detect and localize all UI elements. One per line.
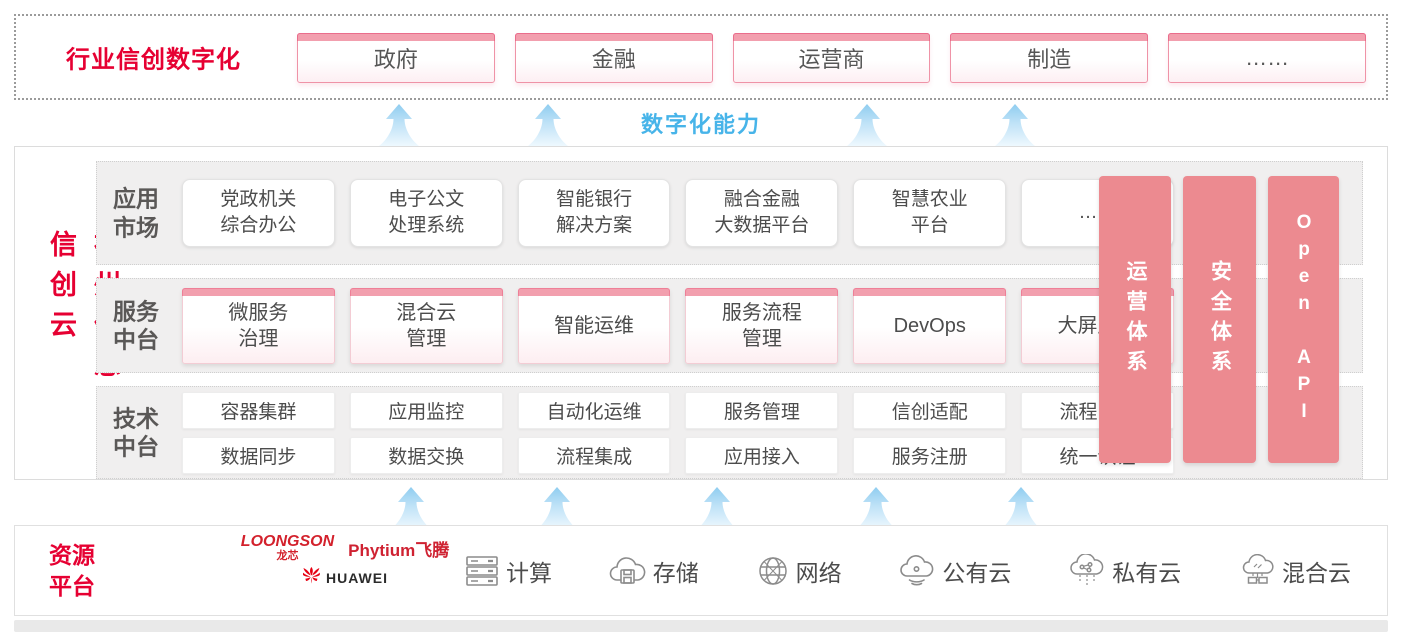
resource-item-label: 网络: [795, 559, 842, 586]
resource-item-compute: 计算: [463, 554, 552, 588]
tech-box-service-mgmt: 服务管理: [685, 391, 839, 429]
resource-item-label: 公有云: [942, 559, 1012, 586]
up-arrow-icon: [537, 487, 577, 529]
loongson-wordmark: LOONGSON: [240, 533, 335, 550]
loongson-logo: LOONGSON 龙芯: [241, 534, 334, 562]
resource-item-label: 私有云: [1112, 559, 1182, 586]
row-service-platform: 服务 中台 微服务 治理 混合云 管理 智能运维 服务流程 管理 DevOps …: [96, 278, 1363, 373]
bottom-shadow-bar: [14, 620, 1388, 632]
tech-box-data-exchange: 数据交换: [349, 436, 503, 474]
industry-banner: 行业信创数字化 政府 金融 运营商 制造 ……: [14, 14, 1388, 100]
row-label-service: 服务 中台: [113, 297, 159, 353]
tech-box-data-sync: 数据同步: [182, 436, 335, 474]
app-box-smart-banking: 智能银行 解决方案: [517, 179, 671, 247]
svc-box-hybrid-cloud-mgmt: 混合云 管理: [349, 287, 503, 364]
up-arrow-icon: [391, 487, 431, 529]
huawei-flower-icon: [302, 567, 321, 589]
app-box-smart-agriculture: 智慧农业 平台: [853, 179, 1007, 247]
industry-box-telecom: 运营商: [732, 33, 931, 83]
resource-item-label: 混合云: [1281, 559, 1351, 586]
tech-box-service-registry: 服务注册: [853, 436, 1007, 474]
tech-box-app-monitoring: 应用监控: [349, 391, 503, 429]
huawei-logo: HUAWEI: [302, 567, 388, 589]
industry-box-manufacturing: 制造: [950, 33, 1149, 83]
resource-item-label: 存储: [652, 559, 699, 586]
row-label-tech: 技术 中台: [113, 404, 159, 460]
pillar-operations-system: 运营体系: [1099, 176, 1171, 463]
public-cloud-icon: [897, 554, 937, 588]
row-tech-platform: 技术 中台 容器集群 应用监控 自动化运维 服务管理 信创适配 流程引擎 数据同…: [96, 386, 1363, 479]
private-cloud-icon: [1067, 553, 1107, 588]
loongson-cn-label: 龙芯: [276, 550, 299, 562]
app-box-gov-office: 党政机关 综合办公: [182, 179, 335, 247]
tech-box-process-integration: 流程集成: [517, 436, 671, 474]
phytium-wordmark: Phytium: [348, 540, 416, 560]
app-box-finance-bigdata: 融合金融 大数据平台: [685, 179, 839, 247]
huawei-wordmark: HUAWEI: [326, 570, 388, 586]
up-arrow-icon: [847, 104, 887, 146]
network-globe-icon: [755, 554, 791, 588]
pillar-security-system: 安全体系: [1183, 176, 1256, 463]
svc-box-microservice: 微服务 治理: [182, 287, 335, 364]
industry-box-government: 政府: [297, 33, 495, 83]
svc-box-service-flow: 服务流程 管理: [685, 287, 839, 364]
tech-box-container-cluster: 容器集群: [182, 391, 335, 429]
banner-title: 行业信创数字化: [66, 46, 241, 74]
resource-item-storage: 存储: [608, 554, 699, 588]
resource-item-public-cloud: 公有云: [897, 554, 1011, 588]
svc-box-aiops: 智能运维: [517, 287, 671, 364]
row-label-app-market: 应用 市场: [113, 185, 159, 240]
app-box-edoc-system: 电子公文 处理系统: [349, 179, 503, 247]
tech-box-app-access: 应用接入: [685, 436, 839, 474]
platform-panel: 神州信息信创云 应用 市场 党政机关 综合办公 电子公文 处理系统 智能银行 解…: [14, 146, 1388, 480]
storage-cloud-icon: [608, 554, 648, 588]
up-arrow-icon: [528, 104, 568, 146]
resource-item-list: 计算 存储 网络: [463, 526, 1351, 615]
phytium-logo: Phytium飞腾: [348, 536, 449, 561]
industry-box-more: ……: [1168, 33, 1366, 83]
resource-item-network: 网络: [755, 554, 842, 588]
up-arrow-icon: [1001, 487, 1041, 529]
pillar-open-api: Open API: [1268, 176, 1339, 463]
vendor-logos: LOONGSON 龙芯 Phytium飞腾: [205, 534, 485, 589]
industry-box-list: 政府 金融 运营商 制造 ……: [297, 33, 1366, 83]
resource-item-private-cloud: 私有云: [1067, 553, 1182, 588]
svc-box-devops: DevOps: [853, 287, 1007, 364]
up-arrow-icon: [995, 104, 1035, 146]
resource-panel: 资源 平台 LOONGSON 龙芯 Phytium飞腾: [14, 525, 1388, 616]
industry-box-finance: 金融: [514, 33, 713, 83]
up-arrow-icon: [697, 487, 737, 529]
compute-server-icon: [463, 554, 501, 588]
resource-item-label: 计算: [506, 559, 552, 586]
up-arrow-icon: [856, 487, 896, 529]
row-app-market: 应用 市场 党政机关 综合办公 电子公文 处理系统 智能银行 解决方案 融合金融…: [96, 161, 1363, 265]
resource-item-hybrid-cloud: 混合云: [1237, 553, 1351, 588]
hybrid-cloud-icon: [1237, 553, 1277, 588]
resource-title: 资源 平台: [49, 541, 95, 599]
up-arrow-icon: [379, 104, 419, 146]
capability-label: 数字化能力: [640, 112, 761, 137]
tech-box-auto-ops: 自动化运维: [517, 391, 671, 429]
phytium-cn-label: 飞腾: [415, 540, 450, 560]
tech-box-xinchuang-adapt: 信创适配: [853, 391, 1007, 429]
